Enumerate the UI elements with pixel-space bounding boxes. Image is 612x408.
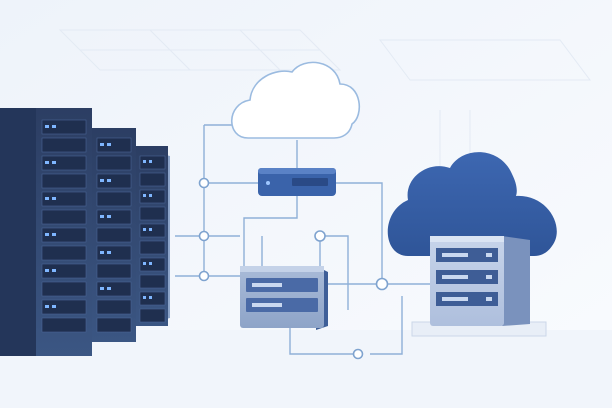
server-rack-left (0, 108, 170, 356)
server-box-center (240, 266, 328, 330)
cloud-white (231, 61, 360, 139)
connection-nodes (198, 177, 389, 360)
server-tower-right (411, 236, 547, 337)
network-switch (258, 168, 336, 196)
floor (0, 330, 612, 408)
cloud-blue (387, 152, 557, 256)
